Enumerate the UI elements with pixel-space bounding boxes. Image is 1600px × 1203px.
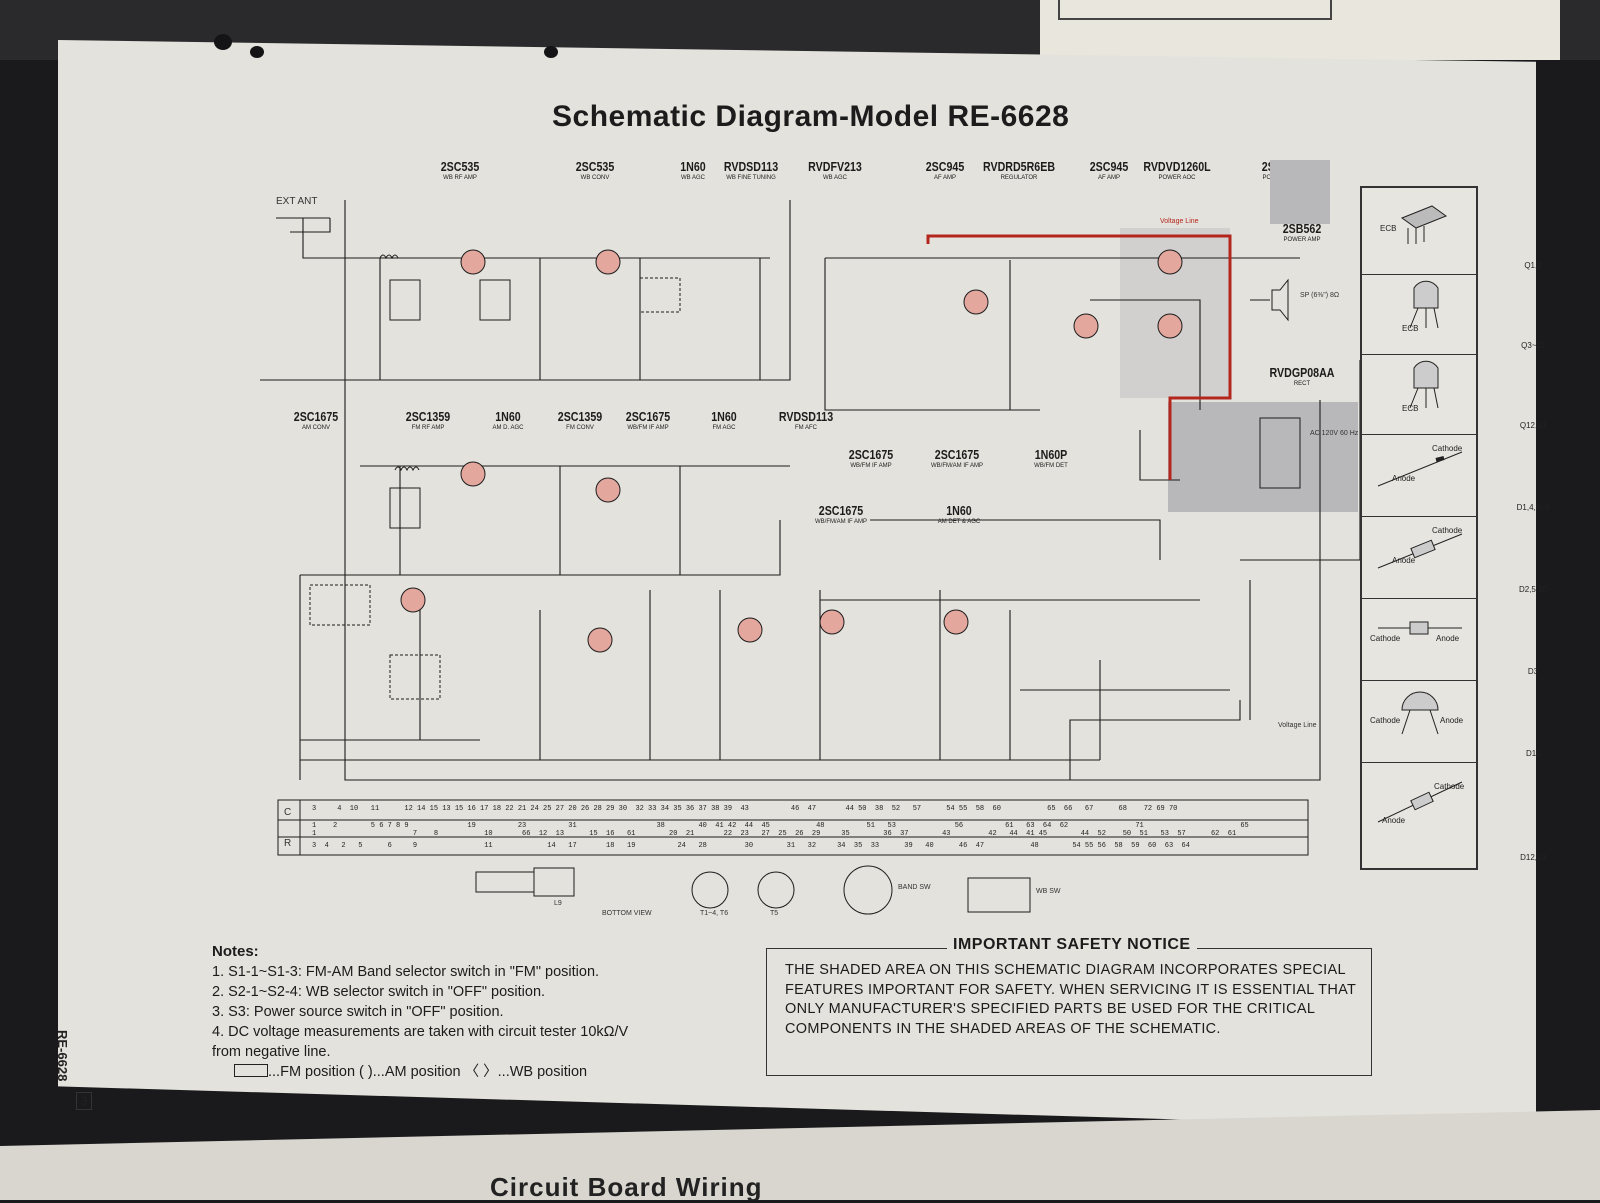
ext-ant-label: EXT ANT <box>276 196 318 207</box>
transistor-q6 <box>587 627 613 653</box>
transistor-q3 <box>460 461 486 487</box>
pin-table <box>277 799 1309 856</box>
bottom-view-label: BOTTOM VIEW <box>602 910 652 917</box>
side-model-code: RE-6628 <box>55 1030 70 1082</box>
coil-l9 <box>475 871 535 893</box>
band-switch-pinout <box>843 865 893 915</box>
binder-hole <box>250 46 264 58</box>
transistor-q11 <box>1073 313 1099 339</box>
speaker-symbol <box>1271 278 1289 322</box>
page-title: Schematic Diagram-Model RE-6628 <box>552 100 1070 133</box>
note-item: 3. S3: Power source switch in "OFF" posi… <box>212 1004 504 1020</box>
notes-section: Notes: 1. S1-1~S1-3: FM-AM Band selector… <box>212 942 628 1082</box>
transistor-q1 <box>460 249 486 275</box>
voltage-line-label-bottom: Voltage Line <box>1278 722 1317 729</box>
legend-d2: Cathode Anode D2,5,10 <box>1362 516 1547 599</box>
adjacent-page <box>1040 0 1560 60</box>
transistor-q8 <box>819 609 845 635</box>
notes-heading: Notes: <box>212 943 259 960</box>
transistor-label-q13: 2SB562 POWER AMP <box>1282 221 1322 243</box>
pin-row-r-bottom: 3 4 2 5 6 9 11 14 17 18 19 24 28 30 31 3… <box>312 842 1190 850</box>
note-item: from negative line. <box>212 1044 331 1060</box>
legend-d3: Cathode Anode D3 <box>1362 598 1538 681</box>
ac-input-label: AC 120V 60 Hz <box>1310 430 1359 437</box>
pin-row-c-bottom: 1 2 5 6 7 8 9 19 23 31 38 40 41 42 44 45… <box>312 822 1249 830</box>
band-sw-label: BAND SW <box>898 884 931 891</box>
transformer-t1-pinout <box>691 871 729 909</box>
transformer-t5-pinout <box>757 871 795 909</box>
speaker-label: SP (6⅜") 8Ω <box>1300 292 1340 299</box>
voltage-line <box>926 234 1232 480</box>
safety-heading: IMPORTANT SAFETY NOTICE <box>947 936 1197 954</box>
binder-hole <box>214 34 232 50</box>
transistor-q12 <box>1157 249 1183 275</box>
rectifier-label: RVDGP08AA RECT <box>1269 365 1335 387</box>
t1-label: T1~4, T6 <box>700 910 729 917</box>
t5-label: T5 <box>770 910 779 917</box>
wb-switch-pinout <box>967 877 1031 913</box>
position-key: ...FM position ( )...AM position 〈 〉...W… <box>212 1062 628 1082</box>
row-r-label: R <box>284 838 292 849</box>
transistor-q5 <box>400 587 426 613</box>
voltage-line-label: Voltage Line <box>1160 218 1199 225</box>
next-page-heading: Circuit Board Wiring <box>490 1172 763 1202</box>
page-number: 3 <box>76 1092 92 1110</box>
pin-row-r-top: 1 7 8 10 66 12 13 15 16 61 20 21 22 23 2… <box>312 830 1237 838</box>
note-item: 4. DC voltage measurements are taken wit… <box>212 1024 629 1040</box>
component-legend: ECB Q1,2 ECB Q3~11 ECB Q12,13 Cathode An… <box>1360 186 1549 870</box>
legend-q12-13: ECB Q12,13 <box>1362 354 1546 435</box>
legend-d11: Cathode Anode D11 <box>1362 680 1540 763</box>
shaded-area <box>1270 160 1330 224</box>
transistor-q4 <box>595 477 621 503</box>
legend-d12: Cathode Anode D12,13 <box>1362 762 1546 866</box>
legend-q12: ECB Q1,2 <box>1362 188 1542 275</box>
transistor-q13 <box>1157 313 1183 339</box>
legend-d1: Cathode Anode D1,4,6~9 <box>1362 434 1549 517</box>
transistor-q7 <box>737 617 763 643</box>
transistor-q2 <box>595 249 621 275</box>
safety-body: THE SHADED AREA ON THIS SCHEMATIC DIAGRA… <box>785 962 1356 1037</box>
shaded-area <box>1168 402 1358 512</box>
note-item: 2. S2-1~S2-4: WB selector switch in "OFF… <box>212 984 546 1000</box>
legend-q3-11: ECB Q3~11 <box>1362 274 1545 355</box>
transistor-q10 <box>963 289 989 315</box>
binder-hole <box>544 46 558 58</box>
pin-row-c-top: 3 4 10 11 12 14 15 13 15 16 17 18 22 21 … <box>312 805 1178 813</box>
transistor-q9 <box>943 609 969 635</box>
safety-notice: IMPORTANT SAFETY NOTICE THE SHADED AREA … <box>766 936 1372 1076</box>
wb-sw-label: WB SW <box>1036 888 1061 895</box>
l9-label: L9 <box>554 900 562 907</box>
note-item: 1. S1-1~S1-3: FM-AM Band selector switch… <box>212 964 600 980</box>
row-c-label: C <box>284 807 292 818</box>
